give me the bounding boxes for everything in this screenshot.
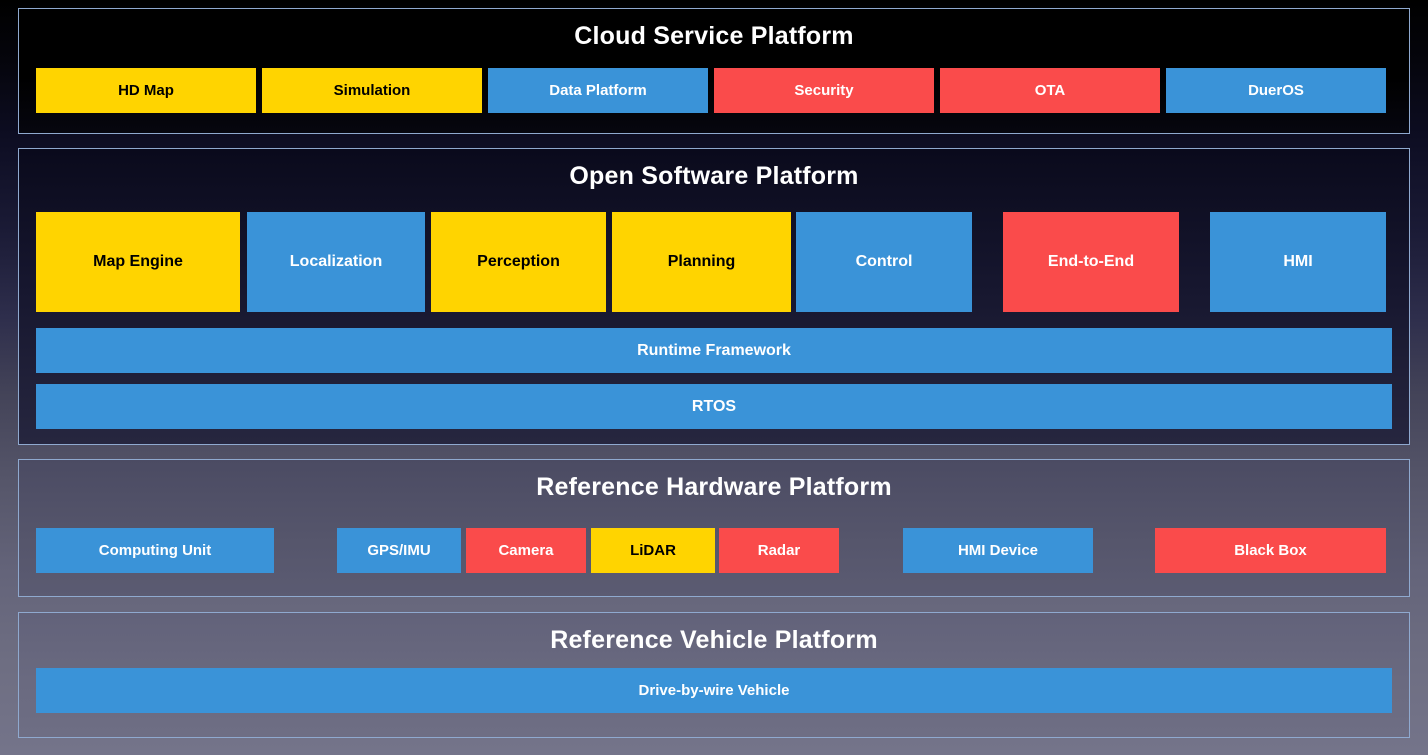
block-label: Perception	[477, 252, 560, 270]
bar-runtime-framework[interactable]: Runtime Framework	[36, 328, 1392, 373]
bar-label: Runtime Framework	[637, 341, 791, 359]
block-gps-imu[interactable]: GPS/IMU	[337, 528, 461, 573]
block-black-box[interactable]: Black Box	[1155, 528, 1386, 573]
block-planning[interactable]: Planning	[612, 212, 791, 312]
block-label: HMI Device	[957, 541, 1039, 559]
block-label: Localization	[289, 252, 383, 270]
block-perception[interactable]: Perception	[431, 212, 606, 312]
layer-title-cloud: Cloud Service Platform	[574, 22, 854, 50]
block-label: LiDAR	[630, 541, 676, 559]
block-lidar[interactable]: LiDAR	[591, 528, 715, 573]
bar-label: RTOS	[691, 397, 737, 415]
block-label: End-to-End	[1047, 252, 1135, 270]
block-data-platform[interactable]: Data Platform	[488, 68, 708, 113]
block-map-engine[interactable]: Map Engine	[36, 212, 240, 312]
block-end-to-end[interactable]: End-to-End	[1003, 212, 1179, 312]
block-label: Security	[794, 81, 854, 99]
block-label: Data Platform	[549, 81, 647, 99]
block-simulation[interactable]: Simulation	[262, 68, 482, 113]
block-security[interactable]: Security	[714, 68, 934, 113]
block-label: Radar	[757, 541, 801, 559]
block-label: Camera	[498, 541, 554, 559]
block-label: GPS/IMU	[367, 541, 431, 559]
block-computing-unit[interactable]: Computing Unit	[36, 528, 274, 573]
layer-title-vehicle: Reference Vehicle Platform	[550, 626, 878, 654]
block-label: HMI	[1283, 252, 1313, 270]
block-radar[interactable]: Radar	[719, 528, 839, 573]
block-label: Control	[855, 252, 913, 270]
block-label: Planning	[667, 252, 736, 270]
block-label: Computing Unit	[98, 541, 212, 559]
block-dueros[interactable]: DuerOS	[1166, 68, 1386, 113]
block-label: Black Box	[1234, 541, 1307, 559]
block-label: OTA	[1034, 81, 1066, 99]
block-ota[interactable]: OTA	[940, 68, 1160, 113]
layer-title-hardware: Reference Hardware Platform	[536, 473, 892, 501]
block-label: Simulation	[333, 81, 411, 99]
block-hmi[interactable]: HMI	[1210, 212, 1386, 312]
block-label: HD Map	[118, 81, 174, 99]
layer-title-software: Open Software Platform	[569, 162, 859, 190]
block-label: DuerOS	[1248, 81, 1304, 99]
block-label: Map Engine	[93, 252, 183, 270]
bar-drive-by-wire-vehicle[interactable]: Drive-by-wire Vehicle	[36, 668, 1392, 713]
bar-label: Drive-by-wire Vehicle	[638, 682, 790, 699]
block-hd-map[interactable]: HD Map	[36, 68, 256, 113]
block-localization[interactable]: Localization	[247, 212, 425, 312]
block-control[interactable]: Control	[796, 212, 972, 312]
block-camera[interactable]: Camera	[466, 528, 586, 573]
bar-rtos[interactable]: RTOS	[36, 384, 1392, 429]
block-hmi-device[interactable]: HMI Device	[903, 528, 1093, 573]
